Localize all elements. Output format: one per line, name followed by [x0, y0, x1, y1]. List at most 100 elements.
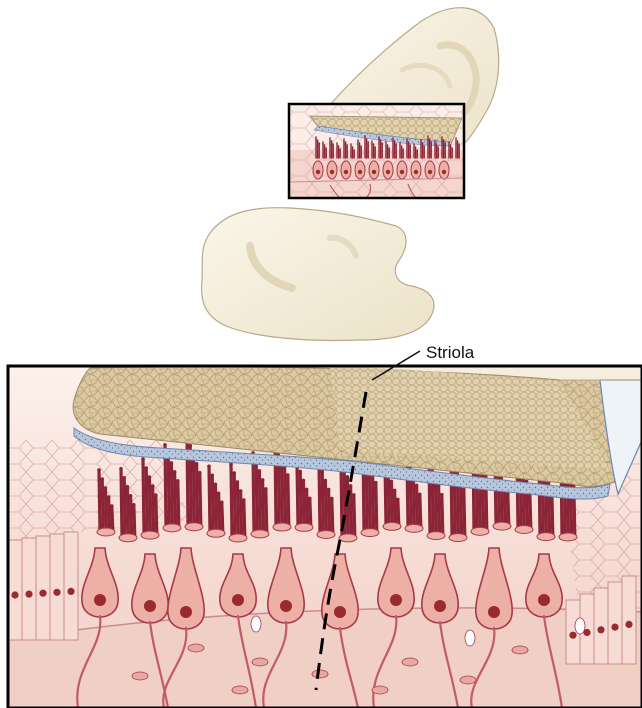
stereocilium [237, 482, 238, 536]
stereocilium [303, 480, 304, 525]
stereocilium-tip [104, 486, 108, 490]
stereocilium-tip [349, 484, 353, 488]
tissue-nucleus [132, 672, 148, 680]
stereocilium [281, 457, 282, 525]
supporting-cell [64, 532, 78, 640]
stereocilium-tip [264, 487, 268, 491]
stereocilium-tip [374, 481, 378, 485]
stereocilium [395, 490, 396, 524]
stereocilium-tip [418, 493, 422, 497]
hair-cell-nucleus [434, 600, 446, 612]
stereocilium [127, 487, 128, 536]
cuticular-plate [97, 528, 115, 536]
stereocilium [300, 471, 301, 525]
hair-cell-nucleus [232, 594, 244, 606]
stereocilium [134, 505, 135, 536]
stereocilium [219, 493, 220, 531]
stereocilium [109, 497, 110, 530]
inset-nucleus [414, 170, 418, 174]
tissue-nucleus [372, 686, 388, 694]
stereocilium [354, 495, 355, 536]
stereocilium-tip [258, 469, 262, 473]
cuticular-plate [317, 531, 335, 539]
stereocilium-tip [302, 479, 306, 483]
stereocilium-tip [148, 475, 152, 479]
stereocilium-tip [195, 462, 199, 466]
inset-nucleus [442, 170, 446, 174]
inset-nucleus [386, 170, 390, 174]
tissue-nucleus [312, 670, 328, 678]
vesicle [575, 618, 585, 634]
stereocilium-tip [462, 488, 466, 492]
stereocilium-tip [220, 500, 224, 504]
stereocilium-tip [132, 503, 136, 507]
inset-nucleus [344, 170, 348, 174]
stereocilium [332, 499, 333, 533]
supporting-cell-nucleus [25, 591, 32, 598]
vesicle [465, 630, 475, 646]
stereocilium [253, 453, 254, 532]
stereocilium-tip [352, 493, 356, 497]
supporting-cell [22, 538, 36, 640]
stereocilium [285, 466, 286, 525]
stereocilium [435, 477, 436, 534]
stereocilium [131, 496, 132, 536]
stereocilium-tip [239, 489, 243, 493]
striola-label: Striola [426, 343, 475, 362]
stereocilium-tip [217, 491, 221, 495]
stereocilium [297, 462, 298, 525]
cuticular-plate [383, 522, 401, 530]
supporting-cell [50, 534, 64, 640]
inset-nucleus [330, 170, 334, 174]
cuticular-plate [537, 533, 555, 541]
stereocilium-tip [506, 492, 510, 496]
stereocilium-tip [198, 471, 202, 475]
stereocilium [329, 490, 330, 533]
inset-nucleus [428, 170, 432, 174]
supporting-cell-nucleus [569, 632, 576, 639]
cuticular-plate [273, 523, 291, 531]
stereocilium [376, 483, 377, 531]
stereocilium [244, 500, 245, 536]
stereocilium [319, 463, 320, 533]
cuticular-plate [405, 524, 423, 532]
inset-nucleus [358, 170, 362, 174]
tissue-nucleus [512, 646, 528, 654]
stereocilium-tip [141, 457, 145, 461]
supporting-cell-nucleus [611, 624, 618, 631]
stereocilium [288, 475, 289, 525]
stereocilium-tip [122, 476, 126, 480]
cuticular-plate [361, 529, 379, 537]
supporting-cell [608, 582, 622, 664]
cuticular-plate [229, 534, 247, 542]
stereocilium [193, 455, 194, 525]
cuticular-plate [427, 532, 445, 540]
stereocilium [112, 506, 113, 530]
hair-cell-nucleus [280, 600, 292, 612]
cuticular-plate [515, 525, 533, 533]
stereocilium [391, 481, 392, 524]
tissue-nucleus [402, 658, 418, 666]
stereocilium-tip [210, 473, 214, 477]
cuticular-plate [119, 534, 137, 542]
stereocilium-tip [390, 480, 394, 484]
stereocilium-tip [163, 443, 167, 447]
stereocilium [545, 473, 546, 535]
stereocilium-tip [346, 475, 350, 479]
stereocilium-tip [308, 497, 312, 501]
stereocilium-tip [330, 497, 334, 501]
stereocilium [483, 467, 484, 529]
stereocilium [171, 463, 172, 526]
cuticular-plate [559, 533, 577, 541]
stereocilium [523, 472, 524, 527]
hair-cell-nucleus [538, 594, 550, 606]
stereocilium [439, 486, 440, 534]
stereocilium [322, 472, 323, 533]
stereocilium-tip [396, 498, 400, 502]
stereocilium-tip [129, 494, 133, 498]
stereocilium [234, 473, 235, 536]
tissue-nucleus [252, 658, 268, 666]
stereocilium [398, 499, 399, 524]
tissue-nucleus [232, 686, 248, 694]
supporting-cell-nucleus [625, 621, 632, 628]
